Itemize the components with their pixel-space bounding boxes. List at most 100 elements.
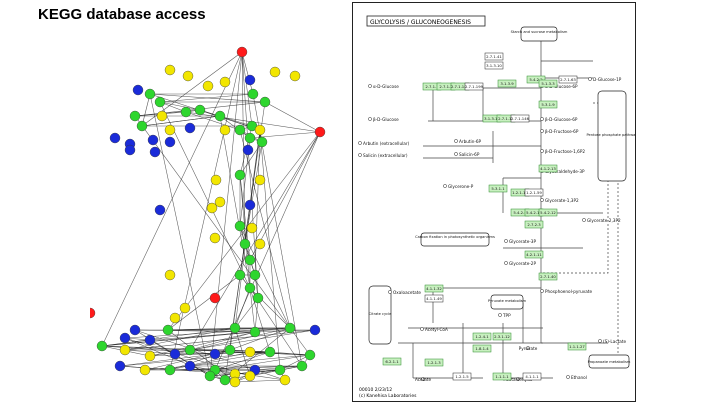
network-node-green xyxy=(162,324,174,336)
kegg-compound-lactate: (S)-Lactate xyxy=(603,339,626,344)
kegg-enzyme-box[interactable]: 4.1.2.13 xyxy=(538,164,558,173)
kegg-enzyme-box[interactable]: 1.1.1.1 xyxy=(492,372,512,381)
kegg-enzyme-ec: 1.2.1.59 xyxy=(526,190,542,195)
network-node-blue xyxy=(244,199,256,211)
network-edge xyxy=(119,353,216,367)
kegg-enzyme-box[interactable]: 5.3.1.9 xyxy=(538,100,558,109)
network-node-yellow xyxy=(219,124,231,136)
network-edge xyxy=(167,327,236,331)
network-node-green xyxy=(214,110,226,122)
kegg-enzyme-box[interactable]: 5.3.1.1 xyxy=(488,184,508,193)
network-node-blue xyxy=(144,334,156,346)
kegg-compound-gap: Glyceraldehyde-3P xyxy=(545,169,585,174)
kegg-compound-acetate: Acetate xyxy=(415,377,432,382)
kegg-enzyme-box[interactable]: 3.1.3.9 xyxy=(497,79,517,88)
network-node-blue xyxy=(119,332,131,344)
kegg-compound-dot xyxy=(420,327,424,331)
network-node-green xyxy=(154,96,166,108)
kegg-enzyme-box[interactable]: 1.2.1.3 xyxy=(424,358,444,367)
network-node-red xyxy=(236,46,248,58)
network-edge xyxy=(124,337,251,377)
kegg-compound-acetaldehyde: Acetaldehyde xyxy=(504,377,533,382)
kegg-enzyme-box[interactable]: 2.7.1.199 xyxy=(464,82,484,91)
network-node-yellow xyxy=(254,124,266,136)
network-node-green xyxy=(219,374,231,386)
kegg-compound-dglucose1p: D-Glucose-1P xyxy=(593,77,622,82)
kegg-enzyme-box[interactable]: 1.2.1.5 xyxy=(452,372,472,381)
kegg-enzyme-ec: 1.2.4.1 xyxy=(475,334,489,339)
network-node-green xyxy=(194,104,206,116)
kegg-enzyme-box[interactable]: 1.8.1.4 xyxy=(472,344,492,353)
kegg-compound-dot xyxy=(388,290,392,294)
kegg-enzyme-box[interactable]: 1.2.4.1 xyxy=(472,332,492,341)
network-node-green xyxy=(136,120,148,132)
kegg-enzyme-ec: 4.2.1.11 xyxy=(526,252,542,257)
kegg-enzyme-box[interactable]: 4.1.1.1 xyxy=(522,372,542,381)
network-edge xyxy=(249,287,256,333)
kegg-enzyme-ec: 2.7.1.199 xyxy=(465,84,484,89)
network-node-yellow xyxy=(289,70,301,82)
network-node-yellow xyxy=(139,364,151,376)
kegg-pathway-map: GLYCOLYSIS / GLUCONEOGENESIS xyxy=(352,2,638,402)
network-edge xyxy=(209,369,281,377)
kegg-enzyme-box[interactable]: 2.7.1.63 xyxy=(558,75,578,84)
network-node-green xyxy=(129,110,141,122)
kegg-enzyme-ec: 5.4.2.4 xyxy=(513,210,527,215)
kegg-enzyme-ec: 1.1.1.27 xyxy=(569,344,585,349)
kegg-compound-starch: Starch and sucrose metabolism xyxy=(511,30,568,34)
network-edge xyxy=(254,329,316,333)
kegg-compound-dot xyxy=(368,84,372,88)
network-node-green xyxy=(239,238,251,250)
kegg-enzyme-box[interactable]: 1.2.1.59 xyxy=(524,188,544,197)
kegg-enzyme-box[interactable]: 2.3.1.12 xyxy=(492,332,512,341)
network-edge xyxy=(234,327,251,377)
network-edge xyxy=(254,129,261,276)
kegg-enzyme-ec: 5.4.2.2 xyxy=(529,77,543,82)
kegg-enzyme-ec: 1.2.1.3 xyxy=(427,360,441,365)
kegg-enzyme-box[interactable]: 2.7.1.41 xyxy=(484,52,504,61)
network-node-green xyxy=(180,106,192,118)
kegg-enzyme-ec: 2.7.1.40 xyxy=(540,274,556,279)
kegg-enzyme-box[interactable]: 2.7.1.146 xyxy=(510,114,530,123)
kegg-enzyme-box[interactable]: 4.1.1.32 xyxy=(424,284,444,293)
kegg-enzyme-ec: 3.1.3.9 xyxy=(500,81,514,86)
kegg-enzyme-box[interactable]: 6.2.1.1 xyxy=(382,357,402,366)
network-node-yellow xyxy=(164,124,176,136)
kegg-enzyme-box[interactable]: 2.7.1.40 xyxy=(538,272,558,281)
network-edge xyxy=(101,51,243,347)
kegg-enzyme-box[interactable]: 5.1.3.3 xyxy=(538,79,558,88)
kegg-compound-fructose16p: β-D-Fructose-1,6P2 xyxy=(545,149,585,154)
network-edge xyxy=(167,131,321,331)
kegg-enzyme-box[interactable]: 5.4.2.12 xyxy=(538,208,558,217)
kegg-enzymes: 2.7.1.413.1.3.10 5.4.2.2 2.7.1.63 3.1.3.9 5.… xyxy=(382,52,587,381)
network-edge xyxy=(189,131,321,351)
kegg-enzyme-box[interactable]: 1.1.1.27 xyxy=(567,342,587,351)
network-node-yellow xyxy=(182,70,194,82)
kegg-compound-ethanol: Ethanol xyxy=(571,375,587,380)
network-node-blue xyxy=(184,360,196,372)
network-node-green xyxy=(296,360,308,372)
network-node-green xyxy=(184,344,196,356)
kegg-enzyme-box[interactable]: 4.1.1.49 xyxy=(424,294,444,303)
network-node-yellow xyxy=(244,370,256,382)
network-node-yellow xyxy=(164,269,176,281)
kegg-compound-dot xyxy=(504,261,508,265)
network-node-yellow xyxy=(269,66,281,78)
kegg-enzyme-box[interactable]: 4.2.1.11 xyxy=(524,250,544,259)
kegg-enzyme-box[interactable]: 3.1.3.10 xyxy=(484,61,504,70)
kegg-enzyme-box[interactable]: 2.7.2.3 xyxy=(524,220,544,229)
network-edge xyxy=(141,115,221,127)
kegg-compound-dot xyxy=(540,117,544,121)
network-node-yellow xyxy=(206,202,218,214)
kegg-compound-pyruvate_met: Pyruvate metabolism xyxy=(488,299,527,303)
network-edge xyxy=(249,351,311,356)
kegg-enzyme-box[interactable]: 5.4.2.2 xyxy=(526,75,546,84)
network-edge xyxy=(189,351,271,367)
kegg-enzyme-ec: 5.4.2.11 xyxy=(526,210,542,215)
kegg-compound-pg3: Glycerate-3P xyxy=(509,239,536,244)
kegg-enzyme-ec: 4.1.1.32 xyxy=(426,286,442,291)
kegg-compound-arbutin6p: Arbutin-6P xyxy=(459,139,482,144)
kegg-enzyme-ec: 2.7.1.146 xyxy=(511,116,530,121)
kegg-enzyme-ec: 2.7.2.3 xyxy=(527,222,541,227)
kegg-enzyme-ec: 1.1.1.1 xyxy=(495,374,509,379)
